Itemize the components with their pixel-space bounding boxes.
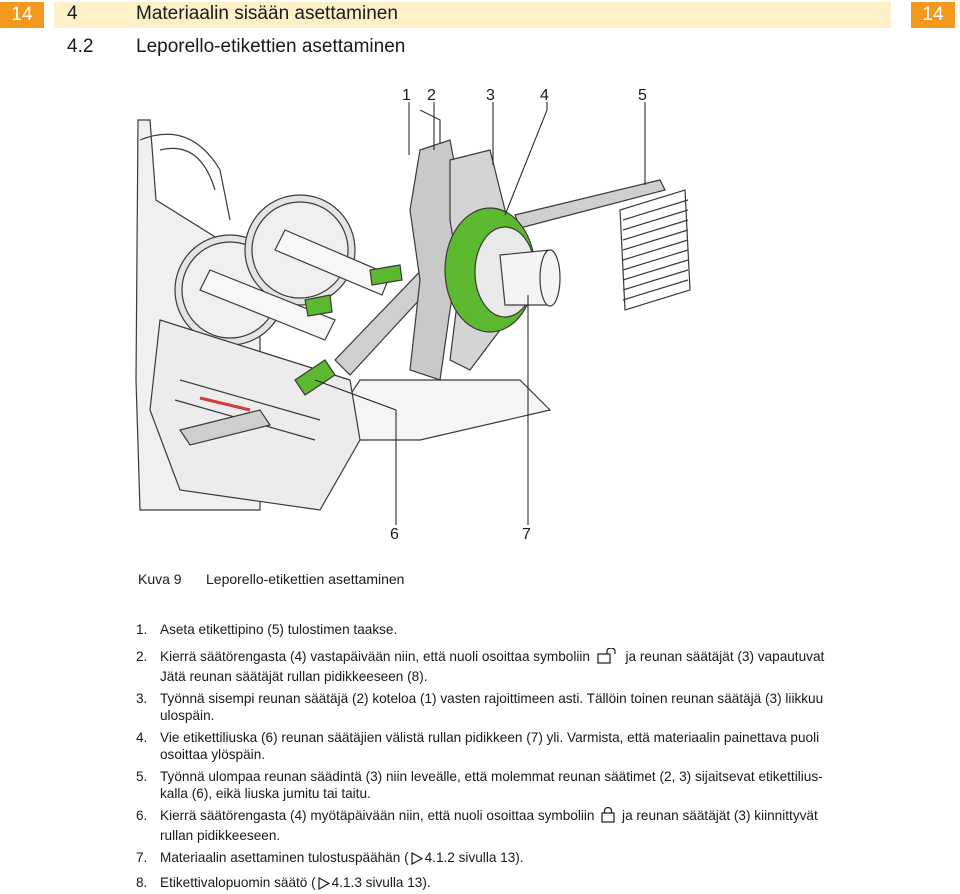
triangle-reference-icon bbox=[411, 851, 423, 869]
step-text: ja reunan säätäjät (3) kiinnittyvät bbox=[622, 808, 818, 823]
step-number: 6. bbox=[136, 808, 148, 823]
page-number-right: 14 bbox=[911, 2, 955, 28]
step-line: Vie etikettiliuska (6) reunan säätäjien … bbox=[160, 730, 820, 745]
step-text: Kierrä säätörengasta (4) vastapäivään ni… bbox=[160, 649, 590, 664]
step-line: Työnnä sisempi reunan säätäjä (2) kotelo… bbox=[160, 691, 824, 706]
figure-caption-text: Leporello-etikettien asettaminen bbox=[206, 571, 405, 587]
step-text: ja reunan säätäjät (3) vapautuvat bbox=[625, 649, 825, 664]
callout-7: 7 bbox=[522, 526, 531, 543]
callout-2: 2 bbox=[427, 87, 436, 104]
page-number-left: 14 bbox=[0, 2, 44, 28]
step-text: Kierrä säätörengasta (4) myötäpäivään ni… bbox=[160, 808, 595, 823]
step-5: 5. Työnnä ulompaa reunan säädintä (3) ni… bbox=[136, 768, 876, 802]
step-number: 1. bbox=[136, 622, 148, 637]
section-title: Leporello-etikettien asettaminen bbox=[136, 36, 406, 57]
step-line: osoittaa ylöspäin. bbox=[160, 747, 266, 762]
step-text: 4.1.3 sivulla 13). bbox=[331, 875, 431, 890]
unlock-icon bbox=[597, 647, 619, 668]
step-text: 4.1.2 sivulla 13). bbox=[424, 850, 524, 865]
step-number: 5. bbox=[136, 769, 148, 784]
step-line: Etikettivalopuomin säätö ( 4.1.3 sivulla … bbox=[160, 874, 876, 894]
step-6: 6. Kierrä säätörengasta (4) myötäpäivään… bbox=[136, 806, 876, 844]
step-text: Etikettivalopuomin säätö ( bbox=[160, 875, 316, 890]
lock-icon bbox=[601, 806, 615, 827]
step-2: 2. Kierrä säätörengasta (4) vastapäivään… bbox=[136, 647, 876, 685]
step-line: rullan pidikkeeseen. bbox=[160, 828, 281, 843]
step-1: 1. Aseta etikettipino (5) tulostimen taa… bbox=[136, 621, 876, 638]
callout-3: 3 bbox=[486, 87, 495, 104]
chapter-number: 4 bbox=[67, 3, 78, 24]
section-number: 4.2 bbox=[67, 36, 94, 57]
step-line: Kierrä säätörengasta (4) vastapäivään ni… bbox=[160, 647, 876, 668]
step-line: Materiaalin asettaminen tulostuspäähän (… bbox=[160, 849, 876, 869]
triangle-reference-icon bbox=[318, 876, 330, 894]
step-3: 3. Työnnä sisempi reunan säätäjä (2) kot… bbox=[136, 690, 876, 724]
step-number: 7. bbox=[136, 850, 148, 865]
printer-drawing bbox=[135, 102, 691, 525]
callout-1: 1 bbox=[402, 87, 411, 104]
step-line: Aseta etikettipino (5) tulostimen taakse… bbox=[160, 622, 398, 637]
instruction-steps: 1. Aseta etikettipino (5) tulostimen taa… bbox=[136, 621, 876, 894]
step-line: Työnnä ulompaa reunan säädintä (3) niin … bbox=[160, 769, 823, 784]
chapter-bar bbox=[54, 2, 891, 28]
step-number: 2. bbox=[136, 649, 148, 664]
step-number: 3. bbox=[136, 691, 148, 706]
callout-6: 6 bbox=[390, 526, 399, 543]
step-line: Jätä reunan säätäjät rullan pidikkeeseen… bbox=[160, 669, 428, 684]
chapter-title: Materiaalin sisään asettaminen bbox=[136, 3, 398, 24]
step-number: 4. bbox=[136, 730, 148, 745]
figure-caption-label: Kuva 9 bbox=[138, 571, 182, 587]
page-header: 14 14 bbox=[0, 2, 960, 28]
callout-4: 4 bbox=[540, 87, 549, 104]
step-7: 7. Materiaalin asettaminen tulostuspäähä… bbox=[136, 849, 876, 869]
printer-illustration: 1 2 3 4 5 6 7 bbox=[120, 80, 840, 550]
step-text: Materiaalin asettaminen tulostuspäähän ( bbox=[160, 850, 409, 865]
callout-5: 5 bbox=[638, 87, 647, 104]
step-4: 4. Vie etikettiliuska (6) reunan säätäji… bbox=[136, 729, 876, 763]
step-line: ulospäin. bbox=[160, 708, 215, 723]
step-8: 8. Etikettivalopuomin säätö (4.1.3 sivul… bbox=[136, 874, 876, 894]
step-line: Kierrä säätörengasta (4) myötäpäivään ni… bbox=[160, 806, 876, 827]
step-line: kalla (6), eikä liuska jumitu tai taitu. bbox=[160, 786, 371, 801]
